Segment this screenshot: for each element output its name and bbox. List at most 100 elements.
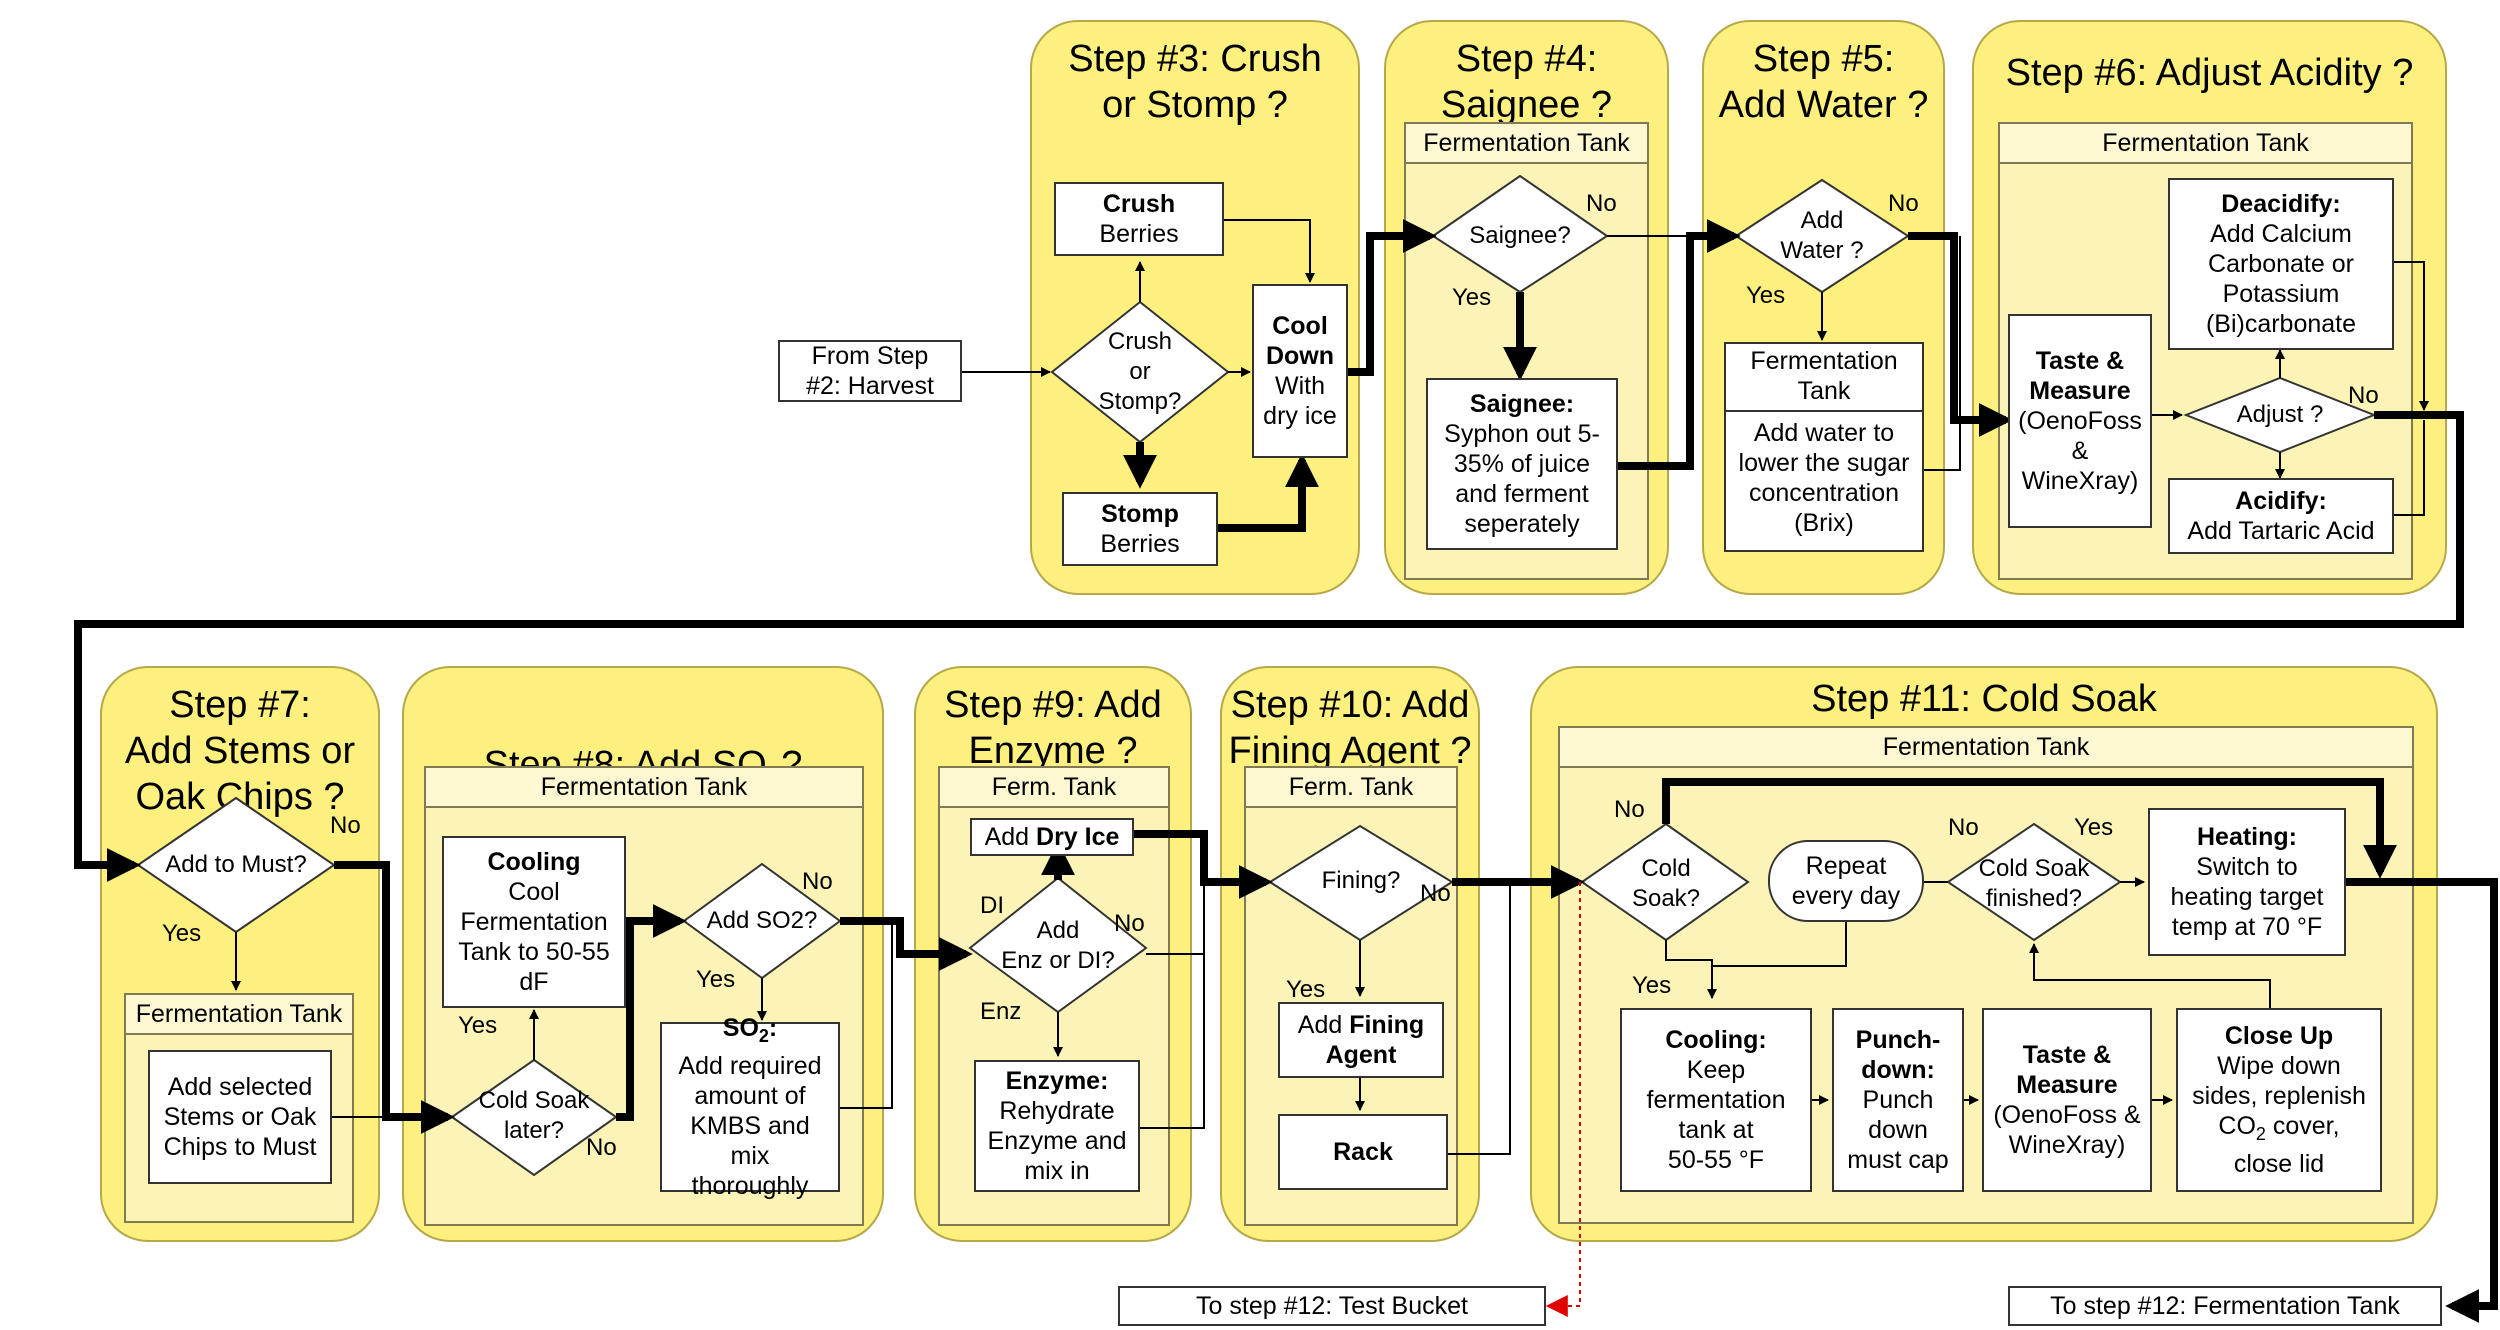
cooling8-box: Cooling Cool Fermentation Tank to 50-55 … [442, 836, 626, 1008]
repeat-box: Repeat every day [1768, 840, 1924, 922]
to-step12-bucket-box: To step #12: Test Bucket [1118, 1286, 1546, 1326]
tank-step6-label: Fermentation Tank [2000, 124, 2411, 164]
acidify-text: Add Tartaric Acid [2187, 517, 2375, 545]
fining-yes-label: Yes [1286, 976, 1326, 1003]
so2-title-sub: 2 [758, 1026, 769, 1046]
stomp-box: Stomp Berries [1062, 492, 1218, 566]
tank-step10-label: Ferm. Tank [1246, 768, 1456, 808]
saignee-title: Saignee: [1469, 390, 1575, 418]
wire-soak-no [1662, 778, 2397, 879]
to-step12-tank-box: To step #12: Fermentation Tank [2008, 1286, 2442, 1326]
wire-crush-to-cool [1224, 219, 1315, 283]
stomp-title: Stomp [1101, 500, 1179, 528]
wire-enzyme-out [1140, 954, 1205, 1129]
finished-yes-label: Yes [2074, 814, 2114, 841]
saignee-text: Syphon out 5- 35% of juice and ferment s… [1444, 420, 1600, 538]
crush-box: Crush Berries [1054, 182, 1224, 256]
must-decision-label: Add to Must? [165, 851, 307, 878]
enzyme-title: Enzyme: [1005, 1067, 1109, 1095]
so2-text: Add required amount of KMBS and mix thor… [678, 1052, 822, 1200]
cooldown-title: Cool Down [1265, 312, 1335, 370]
finished-decision-label: Cold Soak finished? [1978, 855, 2090, 912]
must-decision-text: Add to Must? [150, 848, 322, 882]
water-decision-text: Add Water ? [1770, 204, 1874, 268]
saignee-yes-label: Yes [1452, 284, 1492, 311]
punch-box: Punch- down: Punch down must cap [1832, 1008, 1964, 1192]
wire-acid-out [2394, 420, 2425, 516]
so2-title-prefix: SO [722, 1014, 759, 1042]
enz-decision-text: Add Enz or DI? [992, 914, 1124, 978]
taste11-text: : (OenoFoss & WineXray) [1993, 1071, 2141, 1159]
crush-title: Crush [1102, 190, 1176, 218]
wire-repeat-soak [1712, 920, 1847, 967]
taste6-title: Taste & Measure [2029, 347, 2131, 405]
dryice-bold: Dry Ice [1036, 823, 1120, 851]
rack-box: Rack [1278, 1114, 1448, 1190]
panel-step11-title: Step #11: Cold Soak [1811, 678, 2157, 720]
enzyme-box: Enzyme: Rehydrate Enzyme and mix in [974, 1060, 1140, 1192]
acidify-box: Acidify: Add Tartaric Acid [2168, 478, 2394, 554]
fining-no-label: No [1420, 880, 1451, 907]
wire-adjust-no [74, 411, 2464, 882]
deacidify-title: Deacidify: [2221, 190, 2341, 218]
water-decision-label: Add Water ? [1780, 207, 1864, 264]
finished-decision-text: Cold Soak finished? [1966, 852, 2102, 916]
dryice-box: Add Dry Ice [970, 818, 1134, 856]
enz-decision-label: Add Enz or DI? [1001, 917, 1115, 974]
punch-title: Punch- down: [1855, 1026, 1941, 1084]
closeup-suffix: cover, close lid [2233, 1112, 2340, 1178]
tank-step11-label: Fermentation Tank [1560, 728, 2412, 768]
taste11-title: Taste & Measure [2016, 1041, 2118, 1099]
acidify-title: Acidify: [2235, 487, 2327, 515]
so2-yes-label: Yes [696, 966, 736, 993]
wire-dryice-fining [1134, 830, 1273, 899]
wire-heat-tank12 [2346, 878, 2498, 1323]
coldsoak-later-label: Cold Soak later? [478, 1087, 590, 1144]
stems-text: Add selected Stems or Oak Chips to Must [163, 1073, 317, 1161]
so2-no-label: No [802, 868, 833, 895]
tank-step9-label: Ferm. Tank [940, 768, 1168, 808]
later-yes-label: Yes [458, 1012, 498, 1039]
deacidify-box: Deacidify: Add Calcium Carbonate or Pota… [2168, 178, 2394, 350]
saignee-decision-text: Saignee? [1450, 216, 1590, 256]
punch-text: Punch down must cap [1847, 1086, 1949, 1174]
wire-close-finished [2029, 943, 2271, 1008]
wire-cool-saignee [1348, 219, 1437, 376]
addfining-prefix: Add [1297, 1011, 1350, 1039]
soak-no-label: No [1614, 796, 1645, 823]
repeat-text: Repeat every day [1791, 852, 1901, 910]
coldsoak-later-diamond [450, 1058, 618, 1177]
wire-later-no [616, 904, 687, 1121]
addso2-decision-label: Add SO2? [706, 907, 818, 934]
must-yes-label: Yes [162, 920, 202, 947]
water-tank-box: Fermentation Tank Add water to lower the… [1724, 342, 1924, 552]
coldsoak-later-text: Cold Soak later? [466, 1084, 602, 1148]
enzyme-text: Rehydrate Enzyme and mix in [987, 1097, 1127, 1185]
from-step2-text: From Step #2: Harvest [806, 342, 934, 400]
heating-title: Heating: [2197, 823, 2297, 851]
taste11-box: Taste & Measure : (OenoFoss & WineXray) [1982, 1008, 2152, 1192]
enz-enz-label: Enz [980, 998, 1022, 1025]
cooling11-box: Cooling: Keep fermentation tank at 50-55… [1620, 1008, 1812, 1192]
wire-so2-out [838, 920, 893, 1109]
fining-decision-text: Fining? [1306, 864, 1416, 898]
addso2-decision-text: Add SO2? [700, 904, 824, 938]
deacidify-text: Add Calcium Carbonate or Potassium (Bi)c… [2205, 220, 2357, 338]
wire-enz-no [1146, 880, 1205, 955]
water-yes-label: Yes [1746, 282, 1786, 309]
water-no-label: No [1888, 190, 1919, 217]
coldsoak-decision-text: Cold Soak? [1614, 852, 1718, 916]
taste6-text: : (OenoFoss & WineXray) [2018, 377, 2142, 495]
enz-di-label: DI [980, 892, 1004, 919]
finished-decision-diamond [1946, 822, 2122, 942]
panel-step9-title: Step #9: Add Enzyme ? [944, 684, 1162, 772]
so2-title: SO2: [723, 1013, 777, 1051]
later-no-label: No [586, 1134, 617, 1161]
panel-step10: Step #10: Add Fining Agent ? Ferm. Tank [1220, 666, 1480, 1242]
closeup-box: Close Up Wipe down sides, replenish CO2 … [2176, 1008, 2382, 1192]
panel-step6-title: Step #6: Adjust Acidity ? [2005, 52, 2414, 94]
tank-step7-label: Fermentation Tank [126, 995, 352, 1035]
so2-box: SO2: Add required amount of KMBS and mix… [660, 1014, 840, 1200]
cooling11-title: Cooling: [1665, 1026, 1767, 1054]
